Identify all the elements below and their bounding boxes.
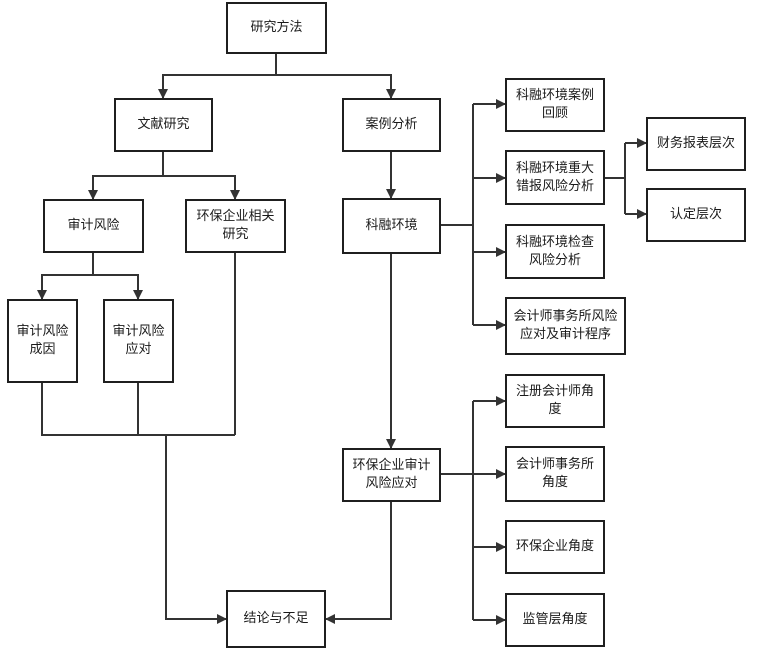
node-firm-risk-response: 会计师事务所风险 应对及审计程序 xyxy=(505,297,626,355)
node-research-method: 研究方法 xyxy=(226,2,327,54)
connector-line xyxy=(93,274,143,300)
node-label: 会计师事务所风险 应对及审计程序 xyxy=(513,309,618,342)
connector-line xyxy=(88,152,164,200)
node-regulator-perspective: 监管层角度 xyxy=(505,593,605,647)
node-detection-risk: 科融环境检查 风险分析 xyxy=(505,224,605,279)
node-cpa-perspective: 注册会计师角 度 xyxy=(505,374,605,428)
node-material-misstatement: 科融环境重大 错报风险分析 xyxy=(505,150,605,205)
node-label: 审计风险 应对 xyxy=(112,324,165,357)
node-enterprise-perspective: 环保企业角度 xyxy=(505,520,605,574)
node-case-review: 科融环境案例 回顾 xyxy=(505,78,605,132)
node-label: 环保企业相关 研究 xyxy=(196,209,275,242)
node-label: 科融环境 xyxy=(365,218,418,233)
node-label: 案例分析 xyxy=(365,117,418,132)
connector-line xyxy=(163,175,240,200)
node-label: 科融环境检查 风险分析 xyxy=(515,234,594,268)
node-label: 审计风险 成因 xyxy=(16,324,69,357)
node-env-audit-risk-response: 环保企业审计 风险应对 xyxy=(342,448,441,502)
node-conclusion: 结论与不足 xyxy=(226,590,326,648)
node-assertion-level: 认定层次 xyxy=(646,188,746,242)
node-label: 注册会计师角 度 xyxy=(515,384,594,417)
connector-line xyxy=(158,54,277,99)
node-literature-research: 文献研究 xyxy=(114,98,213,152)
node-financial-statement-level: 财务报表层次 xyxy=(646,117,746,171)
node-audit-risk-response: 审计风险 应对 xyxy=(103,299,174,383)
node-audit-risk-cause: 审计风险 成因 xyxy=(7,299,78,383)
node-env-enterprise-research: 环保企业相关 研究 xyxy=(185,199,286,253)
node-label: 环保企业审计 风险应对 xyxy=(352,458,431,491)
node-label: 研究方法 xyxy=(250,20,303,35)
connector-line xyxy=(37,253,94,300)
connector-line xyxy=(165,435,227,624)
node-case-analysis: 案例分析 xyxy=(342,98,441,152)
connector-line xyxy=(325,502,392,624)
node-label: 结论与不足 xyxy=(243,611,309,626)
node-label: 认定层次 xyxy=(669,207,722,222)
node-label: 科融环境案例 回顾 xyxy=(515,88,594,121)
node-label: 审计风险 xyxy=(67,218,120,233)
node-label: 会计师事务所 角度 xyxy=(515,457,594,490)
node-firm-perspective: 会计师事务所 角度 xyxy=(505,446,605,502)
node-label: 科融环境重大 错报风险分析 xyxy=(515,160,594,194)
node-kerong-environment: 科融环境 xyxy=(342,198,441,254)
node-label: 文献研究 xyxy=(137,117,190,132)
connector-line xyxy=(276,74,396,99)
node-label: 监管层角度 xyxy=(522,612,588,627)
node-label: 环保企业角度 xyxy=(515,539,594,554)
node-audit-risk: 审计风险 xyxy=(43,199,144,253)
node-label: 财务报表层次 xyxy=(656,136,735,151)
connector-line xyxy=(41,383,235,436)
